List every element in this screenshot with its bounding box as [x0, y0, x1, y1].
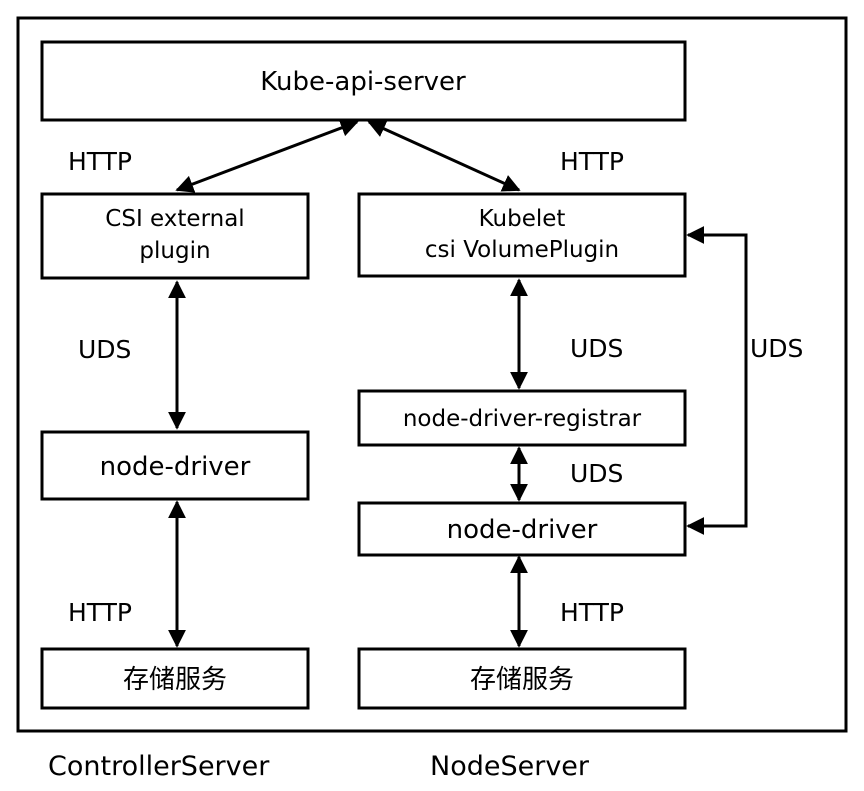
outer-frame — [16, 16, 848, 733]
edge-label-csi-driver: UDS — [78, 335, 131, 364]
node-node-driver-box — [357, 501, 687, 557]
edge-label-kubelet-registrar: UDS — [570, 334, 623, 363]
controller-node-driver-box — [40, 430, 310, 501]
controller-storage-box — [40, 647, 310, 710]
kubelet-plugin-label-line1: Kubelet — [479, 206, 566, 232]
edge-label-kubelet-driver-loop: UDS — [750, 334, 803, 363]
kubelet-plugin-label-line2: csi VolumePlugin — [425, 237, 619, 263]
kube-api-server-box — [40, 40, 687, 122]
node-storage-box — [357, 647, 687, 710]
node-server-caption: NodeServer — [430, 751, 590, 782]
arrow-kubelet-driver-loop — [686, 226, 748, 535]
controller-storage-label: 存储服务 — [123, 665, 227, 695]
csi-external-plugin-label-line1: CSI external — [105, 206, 244, 232]
arrow-api-kubelet — [367, 120, 521, 192]
csi-external-plugin-box — [40, 192, 310, 280]
edge-label-controller-driver-storage: HTTP — [68, 598, 132, 627]
edge-label-node-driver-storage: HTTP — [560, 598, 624, 627]
node-driver-registrar-box — [357, 389, 687, 447]
edge-label-api-csi: HTTP — [68, 147, 132, 176]
csi-external-plugin-label-line2: plugin — [139, 238, 210, 264]
node-driver-registrar-label: node-driver-registrar — [403, 406, 642, 432]
arrow-api-csi — [175, 119, 359, 193]
edge-label-registrar-driver: UDS — [570, 459, 623, 488]
edge-label-api-kubelet: HTTP — [560, 147, 624, 176]
kubelet-plugin-box — [357, 192, 687, 278]
controller-node-driver-label: node-driver — [100, 452, 251, 482]
node-node-driver-label: node-driver — [447, 515, 598, 545]
node-storage-label: 存储服务 — [470, 665, 574, 695]
kube-api-server-label: Kube-api-server — [260, 67, 466, 97]
controller-server-caption: ControllerServer — [48, 751, 270, 782]
